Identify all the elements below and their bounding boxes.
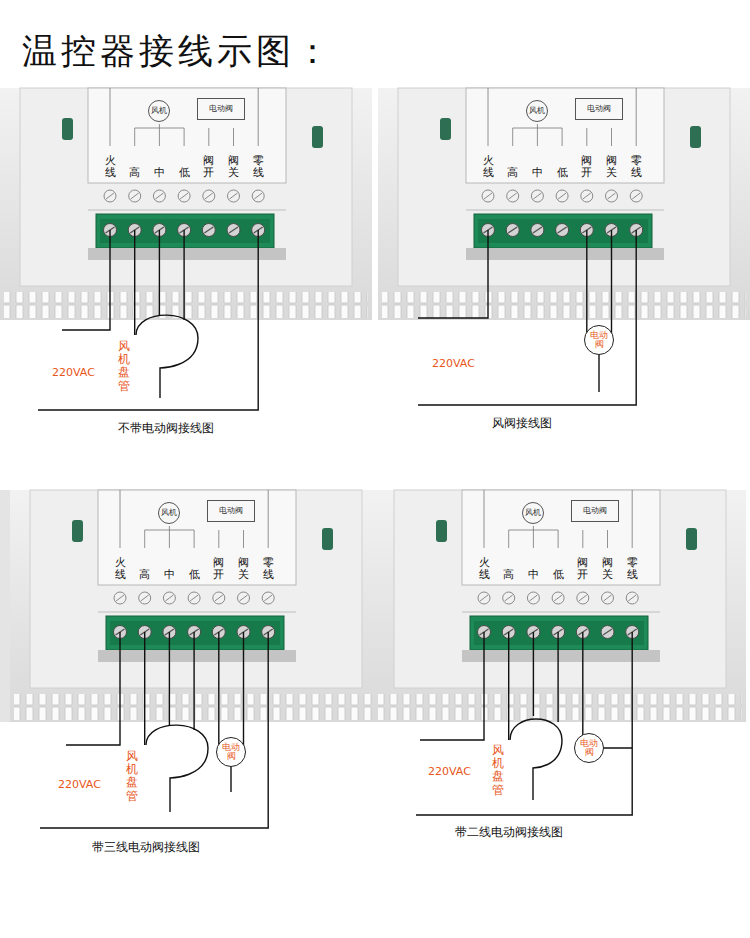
terminal-label: 火线 bbox=[105, 155, 116, 179]
terminal-label: 火线 bbox=[483, 155, 494, 179]
node-text: 电动阀 bbox=[580, 739, 598, 758]
terminal-label: 高 bbox=[503, 569, 514, 581]
terminal-label: 阀开 bbox=[203, 155, 214, 179]
photo-ground bbox=[0, 490, 10, 722]
terminal-label: 高 bbox=[129, 167, 140, 179]
terminal-label: 中 bbox=[528, 569, 539, 581]
node-text: 电动阀 bbox=[587, 105, 611, 113]
terminal-label: 高 bbox=[139, 569, 150, 581]
terminal-label: 低 bbox=[553, 569, 564, 581]
terminal-label: 火线 bbox=[115, 557, 126, 581]
fan-coil-label: 风机盘管 bbox=[492, 744, 504, 797]
valve-wire bbox=[586, 230, 587, 340]
node-text: 电动阀 bbox=[219, 507, 243, 515]
terminal-label: 中 bbox=[154, 167, 165, 179]
fan-wire bbox=[557, 632, 558, 722]
terminal-label: 阀关 bbox=[606, 155, 617, 179]
terminal-label: 阀关 bbox=[602, 557, 613, 581]
node-text: 电动阀 bbox=[590, 331, 608, 350]
fan-coil-loop bbox=[136, 315, 198, 398]
fan-coil-label: 风机盘管 bbox=[118, 340, 130, 393]
live-wire bbox=[420, 632, 484, 740]
valve-circle: 电动阀 bbox=[574, 733, 604, 763]
node-text: 风机 bbox=[161, 509, 177, 517]
fan-coil-label: 风机盘管 bbox=[126, 750, 138, 803]
live-wire bbox=[66, 632, 120, 745]
diagram-title: 温控器接线示图： bbox=[22, 30, 334, 72]
panel-caption: 带二线电动阀接线图 bbox=[455, 825, 563, 839]
voltage-label: 220VAC bbox=[52, 366, 95, 379]
fan-wire bbox=[144, 632, 145, 745]
voltage-label: 220VAC bbox=[58, 778, 101, 791]
photo-bottom-left bbox=[10, 490, 382, 722]
panel-caption: 风阀接线图 bbox=[492, 416, 552, 430]
photo-bottom-right bbox=[374, 490, 746, 722]
terminal-label: 低 bbox=[179, 167, 190, 179]
neutral-wire bbox=[416, 632, 632, 815]
photo-top-left bbox=[0, 88, 372, 320]
terminal-label: 中 bbox=[532, 167, 543, 179]
fan-wire bbox=[533, 632, 534, 716]
valve-symbol-box: 电动阀 bbox=[207, 500, 255, 522]
valve-circle: 电动阀 bbox=[216, 737, 246, 767]
node-text: 风机 bbox=[529, 107, 545, 115]
terminal-label: 阀开 bbox=[577, 557, 588, 581]
node-text: 风机 bbox=[151, 107, 167, 115]
terminal-label: 零线 bbox=[263, 557, 274, 581]
terminal-label: 低 bbox=[189, 569, 200, 581]
terminal-label: 阀开 bbox=[213, 557, 224, 581]
fan-wire bbox=[183, 230, 184, 320]
neutral-wire bbox=[40, 632, 268, 828]
terminal-label: 零线 bbox=[253, 155, 264, 179]
node-text: 电动阀 bbox=[222, 743, 240, 762]
neutral-wire bbox=[38, 230, 258, 410]
node-text: 电动阀 bbox=[209, 105, 233, 113]
valve-symbol-box: 电动阀 bbox=[575, 98, 623, 120]
terminal-label: 零线 bbox=[627, 557, 638, 581]
neutral-wire bbox=[418, 230, 636, 405]
valve-symbol-box: 电动阀 bbox=[197, 98, 245, 120]
fan-wire bbox=[193, 632, 194, 730]
valve-wire bbox=[582, 632, 583, 748]
live-wire bbox=[62, 230, 110, 330]
valve-circle: 电动阀 bbox=[584, 325, 614, 355]
fan-wire bbox=[159, 230, 160, 316]
panel-caption: 带三线电动阀接线图 bbox=[92, 840, 200, 854]
terminal-label: 火线 bbox=[479, 557, 490, 581]
live-wire bbox=[418, 230, 488, 318]
panel-caption: 不带电动阀接线图 bbox=[118, 421, 214, 435]
fan-coil-loop bbox=[510, 719, 562, 800]
valve-wire bbox=[218, 632, 219, 752]
photo-top-right bbox=[378, 88, 750, 320]
fan-wire bbox=[508, 632, 509, 740]
valve-symbol-box: 电动阀 bbox=[571, 500, 619, 522]
terminal-label: 阀开 bbox=[581, 155, 592, 179]
fan-coil-loop bbox=[146, 725, 208, 812]
terminal-label: 中 bbox=[164, 569, 175, 581]
voltage-label: 220VAC bbox=[428, 765, 471, 778]
valve-wire bbox=[611, 230, 612, 340]
terminal-label: 低 bbox=[557, 167, 568, 179]
node-text: 电动阀 bbox=[583, 507, 607, 515]
terminal-label: 零线 bbox=[631, 155, 642, 179]
voltage-label: 220VAC bbox=[432, 357, 475, 370]
node-text: 风机 bbox=[525, 509, 541, 517]
fan-wire bbox=[169, 632, 170, 726]
fan-wire bbox=[134, 230, 135, 335]
terminal-label: 阀关 bbox=[238, 557, 249, 581]
terminal-label: 高 bbox=[507, 167, 518, 179]
wires bbox=[38, 230, 636, 828]
valve-wire bbox=[243, 632, 244, 752]
terminal-label: 阀关 bbox=[228, 155, 239, 179]
